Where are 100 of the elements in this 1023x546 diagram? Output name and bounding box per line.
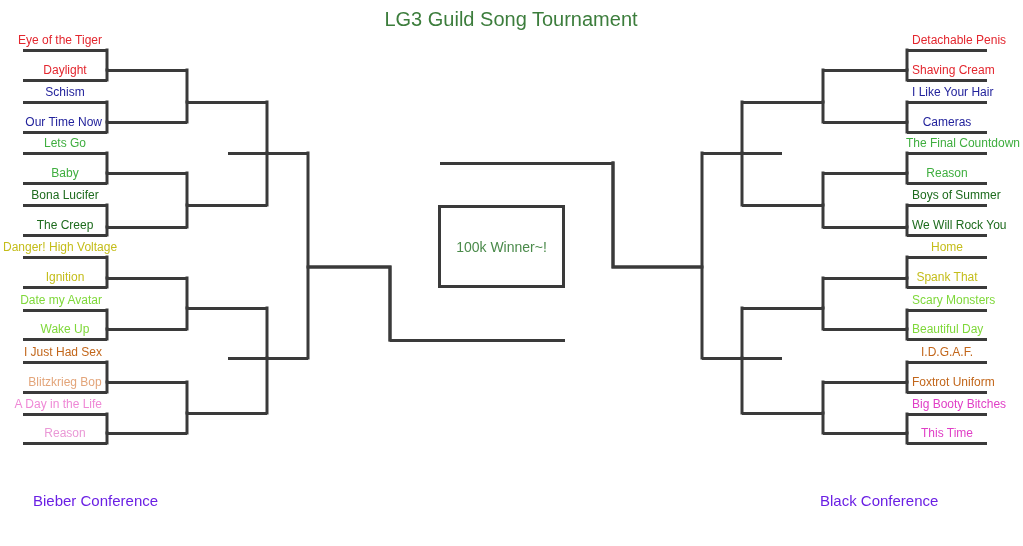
slot-line <box>823 431 907 435</box>
bracket-connector <box>611 161 704 360</box>
song-title: Bona Lucifer <box>31 187 99 203</box>
winner-label: 100k Winner~! <box>456 238 547 255</box>
bracket-connector <box>265 306 269 360</box>
song-title: Ignition <box>45 269 85 285</box>
bracket-connector <box>185 411 189 435</box>
slot-line <box>390 338 565 342</box>
bracket-connector <box>185 306 189 331</box>
bracket-connector <box>185 276 189 310</box>
diagram-title: LG3 Guild Song Tournament <box>384 8 638 31</box>
slot-line <box>187 306 267 310</box>
bracket-connector <box>821 203 825 229</box>
song-title: Foxtrot Uniform <box>912 374 995 390</box>
song-title: Detachable Penis <box>912 32 1007 48</box>
bracket-connector <box>821 380 825 415</box>
bracket-connector <box>105 100 109 124</box>
song-title: Eye of the Tiger <box>17 32 102 48</box>
bracket-connector <box>105 225 109 237</box>
bracket-connector <box>821 68 825 104</box>
bracket-connector <box>905 327 909 341</box>
song-title: Daylight <box>43 62 87 78</box>
bracket-connector <box>105 120 109 134</box>
song-title: Lets Go <box>44 135 86 151</box>
bracket-connector <box>905 360 909 384</box>
slot-line <box>742 203 823 207</box>
bracket-connector <box>105 431 109 445</box>
song-title: Wake Up <box>40 321 90 337</box>
song-title: We Will Rock You <box>912 217 1007 233</box>
bracket-connector <box>185 380 189 415</box>
slot-line <box>742 306 823 310</box>
song-title: Baby <box>51 165 79 181</box>
song-title: Scary Monsters <box>912 292 996 308</box>
bracket-connector <box>105 380 109 394</box>
song-title: Home <box>931 239 963 255</box>
song-title: Our Time Now <box>25 114 102 130</box>
song-title: Schism <box>45 84 85 100</box>
song-title: Beautiful Day <box>912 321 984 337</box>
slot-line <box>823 120 907 124</box>
song-title: Reason <box>926 165 968 181</box>
bracket-connector <box>105 360 109 384</box>
song-title: Danger! High Voltage <box>3 239 118 255</box>
bracket-connector <box>905 255 909 280</box>
bracket-connector <box>105 308 109 331</box>
bracket-connector <box>265 100 269 155</box>
bracket-connector <box>905 203 909 229</box>
winner-box <box>438 205 565 288</box>
bracket-connector <box>105 48 109 72</box>
slot-line <box>823 380 907 384</box>
bracket-connector <box>905 68 909 82</box>
song-title: I Like Your Hair <box>912 84 994 100</box>
bracket-connector <box>105 68 109 82</box>
bracket-connector <box>185 68 189 104</box>
song-title: Spank That <box>916 269 978 285</box>
song-title: I.D.G.A.F. <box>921 344 973 360</box>
song-title: The Final Countdown <box>905 135 1020 151</box>
slot-line <box>187 100 267 104</box>
song-title: Big Booty Bitches <box>912 396 1007 412</box>
slot-line <box>742 100 823 104</box>
slot-line <box>742 411 823 415</box>
conference-label: Bieber Conference <box>33 492 159 509</box>
bracket-connector <box>105 151 109 175</box>
song-title: This Time <box>921 425 973 441</box>
slot-line <box>702 151 782 155</box>
slot-line <box>823 276 907 280</box>
bracket-connector <box>905 151 909 175</box>
bracket-connector <box>905 308 909 331</box>
slot-line <box>440 161 613 165</box>
bracket-connector <box>105 327 109 341</box>
slot-line <box>107 276 187 280</box>
slot-line <box>823 171 907 175</box>
slot-line <box>107 225 187 229</box>
song-title: The Creep <box>36 217 94 233</box>
slot-line <box>187 203 267 207</box>
bracket-connector <box>105 203 109 229</box>
conference-label: Black Conference <box>820 492 939 509</box>
song-title: Boys of Summer <box>912 187 1001 203</box>
song-title: Reason <box>44 425 86 441</box>
slot-line <box>107 380 187 384</box>
slot-line <box>107 68 187 72</box>
song-title: Blitzkrieg Bop <box>28 374 102 390</box>
bracket-connector <box>905 120 909 134</box>
bracket-connector <box>740 100 744 155</box>
song-title: Cameras <box>922 114 972 130</box>
bracket-connector <box>185 171 189 207</box>
bracket-connector <box>740 306 744 360</box>
bracket-connector <box>105 171 109 185</box>
bracket-connector <box>905 225 909 237</box>
bracket-connector <box>821 306 825 331</box>
bracket-connector <box>905 48 909 72</box>
bracket-connector <box>105 255 109 280</box>
song-title: A Day in the Life <box>14 396 102 412</box>
slot-line <box>823 225 907 229</box>
bracket-connector <box>905 171 909 185</box>
bracket-connector <box>905 276 909 289</box>
bracket-connector <box>105 276 109 289</box>
bracket-connector <box>905 412 909 435</box>
bracket-connector <box>821 100 825 124</box>
song-title: Date my Avatar <box>20 292 102 308</box>
slot-line <box>823 327 907 331</box>
